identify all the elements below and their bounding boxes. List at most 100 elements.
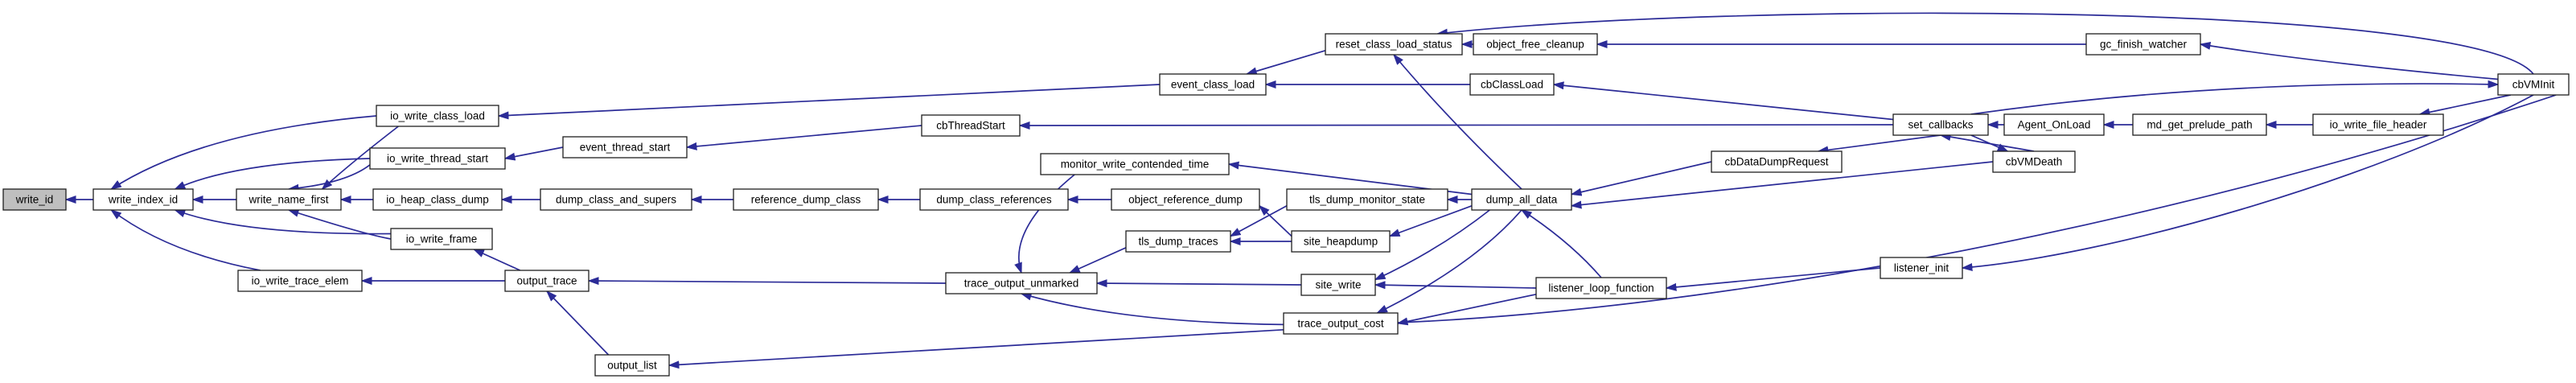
edge-cbVMInit-to-listener_init [1961, 94, 2534, 271]
node-label-Agent_OnLoad: Agent_OnLoad [2018, 119, 2091, 131]
node-label-listener_loop_function: listener_loop_function [1548, 282, 1654, 294]
edge-cbDataDumpRequest-to-dump_all_data [1570, 161, 1712, 196]
node-cbDataDumpRequest[interactable]: cbDataDumpRequest [1711, 150, 1843, 173]
node-io_heap_class_dump[interactable]: io_heap_class_dump [372, 188, 503, 211]
node-io_write_file_header[interactable]: io_write_file_header [2312, 113, 2444, 136]
node-label-cbThreadStart: cbThreadStart [936, 120, 1005, 132]
node-label-trace_output_unmarked: trace_output_unmarked [964, 278, 1079, 290]
node-dump_all_data[interactable]: dump_all_data [1471, 188, 1572, 211]
edge-site_heapdump-to-object_reference_dump [1258, 204, 1292, 237]
node-listener_loop_function[interactable]: listener_loop_function [1535, 277, 1667, 299]
node-tls_dump_traces[interactable]: tls_dump_traces [1125, 230, 1231, 253]
edge-output_list-to-output_trace [545, 290, 610, 356]
node-cbVMInit[interactable]: cbVMInit [2497, 73, 2570, 96]
edge-io_write_frame-to-write_index_id [174, 209, 392, 235]
node-Agent_OnLoad[interactable]: Agent_OnLoad [2003, 113, 2105, 136]
node-io_write_class_load[interactable]: io_write_class_load [376, 105, 499, 127]
node-label-write_name_first: write_name_first [248, 194, 328, 206]
node-label-event_class_load: event_class_load [1171, 79, 1255, 91]
node-label-tls_dump_traces: tls_dump_traces [1138, 236, 1218, 248]
node-label-trace_output_cost: trace_output_cost [1297, 318, 1384, 330]
node-label-cbDataDumpRequest: cbDataDumpRequest [1724, 156, 1828, 168]
node-write_id[interactable]: write_id [2, 188, 67, 211]
edge-dump_all_data-to-site_heapdump [1388, 205, 1473, 237]
node-tls_dump_monitor_state[interactable]: tls_dump_monitor_state [1286, 188, 1448, 211]
node-set_callbacks[interactable]: set_callbacks [1892, 113, 1989, 136]
edge-listener_loop_function-to-site_write [1374, 281, 1537, 290]
node-io_write_frame[interactable]: io_write_frame [390, 228, 493, 250]
node-label-output_trace: output_trace [516, 275, 577, 287]
node-label-cbVMInit: cbVMInit [2512, 79, 2555, 91]
node-io_write_trace_elem[interactable]: io_write_trace_elem [237, 270, 363, 292]
node-object_free_cleanup[interactable]: object_free_cleanup [1473, 33, 1598, 56]
node-label-io_write_class_load: io_write_class_load [390, 110, 485, 122]
node-md_get_prelude_path[interactable]: md_get_prelude_path [2132, 113, 2267, 136]
edge-cbVMDeath-to-set_callbacks [1939, 133, 2035, 152]
edge-dump_all_data-to-reset_class_load_status [1393, 53, 1522, 190]
node-label-set_callbacks: set_callbacks [1908, 119, 1973, 131]
node-write_index_id[interactable]: write_index_id [92, 188, 194, 211]
edge-dump_all_data-to-site_write [1374, 209, 1490, 281]
node-label-listener_init: listener_init [1894, 262, 1949, 274]
edge-cbThreadStart-to-event_thread_start [685, 125, 922, 150]
node-dump_class_references[interactable]: dump_class_references [919, 188, 1069, 211]
node-reference_dump_class[interactable]: reference_dump_class [733, 188, 879, 211]
edge-cbVMInit-to-gc_finish_watcher [2199, 42, 2499, 80]
node-event_thread_start[interactable]: event_thread_start [562, 136, 688, 159]
node-site_heapdump[interactable]: site_heapdump [1291, 230, 1391, 253]
node-output_list[interactable]: output_list [594, 354, 670, 377]
node-label-write_index_id: write_index_id [108, 194, 178, 206]
edge-monitor_write_contended_time-to-trace_output_unmarked [1014, 174, 1075, 274]
node-cbClassLoad[interactable]: cbClassLoad [1469, 73, 1555, 96]
node-label-site_heapdump: site_heapdump [1304, 236, 1378, 248]
edge-set_callbacks-to-cbVMInit [1970, 80, 2500, 115]
node-label-md_get_prelude_path: md_get_prelude_path [2147, 119, 2252, 131]
edge-cbVMInit-to-io_write_file_header [2418, 94, 2512, 117]
edge-tls_dump_traces-to-trace_output_unmarked [1068, 247, 1127, 274]
edge-trace_output_cost-to-output_list [668, 328, 1284, 369]
node-label-cbClassLoad: cbClassLoad [1481, 79, 1543, 91]
node-object_reference_dump[interactable]: object_reference_dump [1111, 188, 1260, 211]
node-label-gc_finish_watcher: gc_finish_watcher [2100, 39, 2188, 51]
node-event_class_load[interactable]: event_class_load [1159, 73, 1267, 96]
node-write_name_first[interactable]: write_name_first [236, 188, 342, 211]
node-label-dump_all_data: dump_all_data [1486, 194, 1558, 206]
node-label-event_thread_start: event_thread_start [580, 142, 671, 154]
node-site_write[interactable]: site_write [1300, 274, 1376, 296]
node-io_write_thread_start[interactable]: io_write_thread_start [369, 147, 506, 170]
edges [64, 12, 2557, 369]
edge-io_write_class_load-to-write_name_first [321, 126, 399, 191]
node-output_trace[interactable]: output_trace [504, 270, 590, 292]
node-label-io_write_file_header: io_write_file_header [2330, 119, 2427, 131]
node-label-site_write: site_write [1315, 279, 1361, 291]
edge-listener_init-to-listener_loop_function [1665, 267, 1881, 291]
node-label-io_write_frame: io_write_frame [406, 233, 478, 245]
node-label-object_free_cleanup: object_free_cleanup [1486, 39, 1584, 51]
edge-io_write_trace_elem-to-write_index_id [110, 209, 261, 271]
node-label-reference_dump_class: reference_dump_class [751, 194, 861, 206]
edge-dump_all_data-to-trace_output_cost [1376, 209, 1522, 314]
node-label-monitor_write_contended_time: monitor_write_contended_time [1061, 159, 1210, 171]
edge-trace_output_unmarked-to-output_trace [587, 277, 947, 286]
node-label-write_id: write_id [15, 194, 54, 206]
node-cbVMDeath[interactable]: cbVMDeath [1992, 150, 2076, 173]
node-label-reset_class_load_status: reset_class_load_status [1336, 39, 1452, 51]
node-cbThreadStart[interactable]: cbThreadStart [921, 114, 1021, 137]
node-monitor_write_contended_time[interactable]: monitor_write_contended_time [1040, 153, 1230, 175]
node-label-dump_class_references: dump_class_references [936, 194, 1052, 206]
edge-event_class_load-to-io_write_class_load [497, 84, 1161, 120]
node-dump_class_and_supers[interactable]: dump_class_and_supers [540, 188, 692, 211]
edge-event_thread_start-to-io_write_thread_start [503, 146, 564, 161]
node-gc_finish_watcher[interactable]: gc_finish_watcher [2085, 33, 2201, 56]
edge-cbVMInit-to-reset_class_load_status [1436, 12, 2534, 75]
edge-cbVMInit-to-trace_output_unmarked [1020, 94, 2557, 326]
node-reset_class_load_status[interactable]: reset_class_load_status [1325, 33, 1463, 56]
node-label-io_write_trace_elem: io_write_trace_elem [252, 275, 349, 287]
edge-tls_dump_monitor_state-to-tls_dump_traces [1229, 205, 1288, 237]
node-trace_output_unmarked[interactable]: trace_output_unmarked [945, 272, 1098, 294]
node-listener_init[interactable]: listener_init [1880, 257, 1963, 279]
node-trace_output_cost[interactable]: trace_output_cost [1283, 312, 1399, 335]
edge-cbVMDeath-to-dump_all_data [1570, 161, 1994, 209]
